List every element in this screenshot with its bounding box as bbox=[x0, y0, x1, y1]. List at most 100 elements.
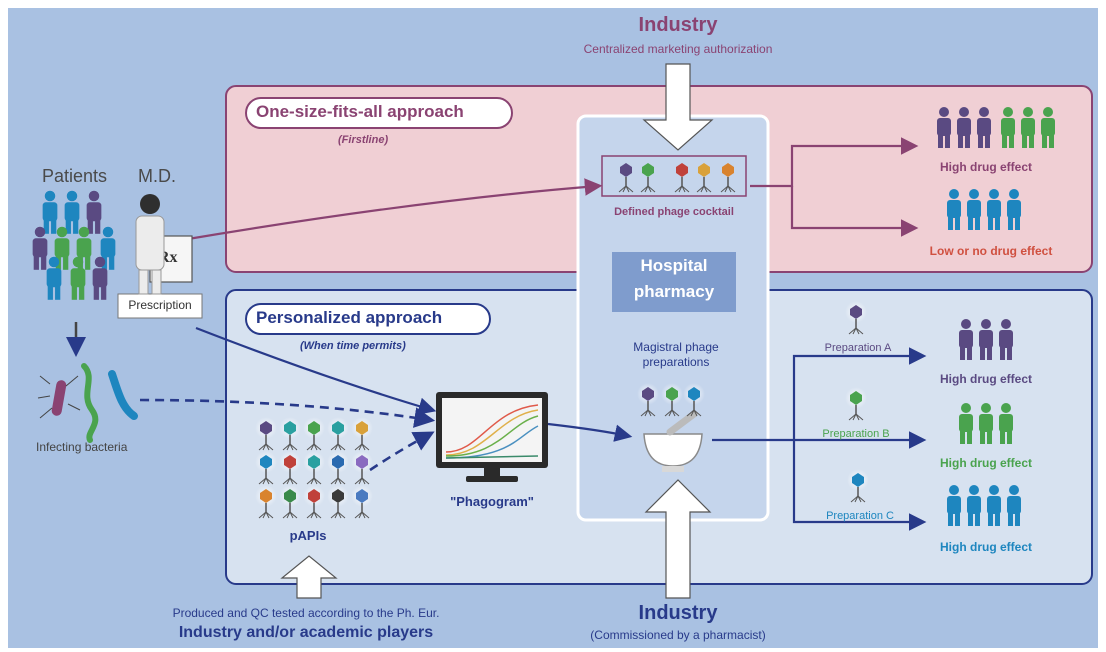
cocktail-label: Defined phage cocktail bbox=[614, 206, 734, 218]
high-effect-label-top: High drug effect bbox=[940, 160, 1032, 174]
person-icon bbox=[999, 403, 1013, 444]
phage-icon bbox=[661, 383, 683, 417]
phage-icon bbox=[640, 163, 656, 193]
phage-icon bbox=[696, 163, 712, 193]
phage-icon bbox=[720, 163, 736, 193]
one-size-subtitle: (Firstline) bbox=[338, 134, 389, 146]
mortar-icon bbox=[643, 433, 703, 467]
hospital-label-box bbox=[612, 252, 736, 312]
phage-icon bbox=[327, 485, 349, 519]
person-icon bbox=[987, 485, 1001, 526]
person-icon bbox=[959, 403, 973, 444]
person-icon bbox=[86, 190, 102, 234]
person-icon bbox=[979, 403, 993, 444]
cocktail-branch-low bbox=[790, 186, 919, 237]
person-icon bbox=[967, 485, 981, 526]
papis-to-phagogram-arrow bbox=[369, 431, 435, 472]
personalized-subtitle: (When time permits) bbox=[300, 340, 406, 352]
hospital-line2: pharmacy bbox=[633, 282, 715, 301]
phage-icon bbox=[845, 387, 867, 421]
person-icon bbox=[977, 107, 991, 148]
academic-arrow bbox=[280, 555, 338, 599]
personalized-title: Personalized approach bbox=[256, 308, 443, 327]
academic-line2: Industry and/or academic players bbox=[178, 624, 434, 641]
person-icon bbox=[46, 256, 62, 300]
person-icon bbox=[987, 189, 1001, 230]
bacteria-label: Infecting bacteria bbox=[36, 440, 128, 454]
phage-icon bbox=[674, 163, 690, 193]
phage-icon bbox=[279, 485, 301, 519]
bottom-industry-subtitle: (Commissioned by a pharmacist) bbox=[590, 628, 766, 642]
papis-label: pAPIs bbox=[289, 528, 327, 543]
person-icon bbox=[959, 319, 973, 360]
person-icon bbox=[1041, 107, 1055, 148]
bottom-industry-title: Industry bbox=[638, 602, 718, 624]
person-icon bbox=[979, 319, 993, 360]
bottom-industry-arrow bbox=[644, 479, 712, 599]
phage-icon bbox=[327, 451, 349, 485]
phage-icon bbox=[255, 485, 277, 519]
phage-icon bbox=[351, 451, 373, 485]
phage-icon bbox=[255, 451, 277, 485]
phagogram-to-mortar-arrow bbox=[547, 422, 633, 442]
person-icon bbox=[957, 107, 971, 148]
phage-icon bbox=[351, 485, 373, 519]
person-icon bbox=[937, 107, 951, 148]
prescription-label: Prescription bbox=[128, 298, 192, 312]
person-icon bbox=[1021, 107, 1035, 148]
high-effect-a: High drug effect bbox=[940, 372, 1032, 386]
high-effect-b: High drug effect bbox=[940, 456, 1032, 470]
prescription-to-phagogram-arrow bbox=[195, 326, 437, 415]
person-icon bbox=[1007, 189, 1021, 230]
phage-icon bbox=[845, 301, 867, 335]
phage-icon bbox=[255, 417, 277, 451]
one-size-title: One-size-fits-all approach bbox=[256, 102, 464, 121]
phage-icon bbox=[279, 417, 301, 451]
bacteria-icon bbox=[37, 363, 138, 443]
md-to-cocktail-arrow bbox=[181, 178, 603, 242]
cocktail-branch bbox=[750, 137, 919, 188]
phage-icon bbox=[847, 469, 869, 503]
phage-icon bbox=[327, 417, 349, 451]
phage-icon bbox=[351, 417, 373, 451]
patients-label: Patients bbox=[42, 166, 108, 186]
top-industry-subtitle: Centralized marketing authorization bbox=[583, 42, 773, 56]
academic-line1: Produced and QC tested according to the … bbox=[172, 606, 440, 620]
person-icon bbox=[70, 256, 86, 300]
person-icon bbox=[947, 189, 961, 230]
person-icon bbox=[1001, 107, 1015, 148]
top-industry-arrow bbox=[642, 63, 714, 151]
magistral-label: Magistral phage preparations bbox=[633, 340, 719, 369]
high-effect-c: High drug effect bbox=[940, 540, 1032, 554]
doctor-icon bbox=[135, 194, 165, 295]
person-icon bbox=[999, 319, 1013, 360]
hospital-line1: Hospital bbox=[640, 256, 708, 275]
preparation-a-label: Preparation A bbox=[824, 342, 892, 354]
low-effect-label: Low or no drug effect bbox=[929, 244, 1053, 258]
preparation-c-label: Preparation C bbox=[826, 510, 894, 522]
phage-icon bbox=[683, 383, 705, 417]
one-size-pill bbox=[245, 97, 513, 129]
phage-icon bbox=[618, 163, 634, 193]
phagogram-label: "Phagogram" bbox=[450, 494, 534, 509]
person-icon bbox=[947, 485, 961, 526]
phage-icon bbox=[303, 485, 325, 519]
phage-icon bbox=[303, 451, 325, 485]
branch-c bbox=[792, 440, 927, 531]
person-icon bbox=[42, 190, 58, 234]
md-label: M.D. bbox=[138, 166, 176, 186]
top-industry-title: Industry bbox=[638, 14, 718, 36]
person-icon bbox=[1007, 485, 1021, 526]
phage-icon bbox=[303, 417, 325, 451]
person-icon bbox=[967, 189, 981, 230]
preparation-b-label: Preparation B bbox=[822, 428, 890, 440]
personalized-pill bbox=[245, 303, 491, 335]
person-icon bbox=[64, 190, 80, 234]
cocktail-box bbox=[601, 155, 747, 197]
person-icon bbox=[54, 226, 70, 270]
person-icon bbox=[32, 226, 48, 270]
phage-icon bbox=[637, 383, 659, 417]
person-icon bbox=[92, 256, 108, 300]
